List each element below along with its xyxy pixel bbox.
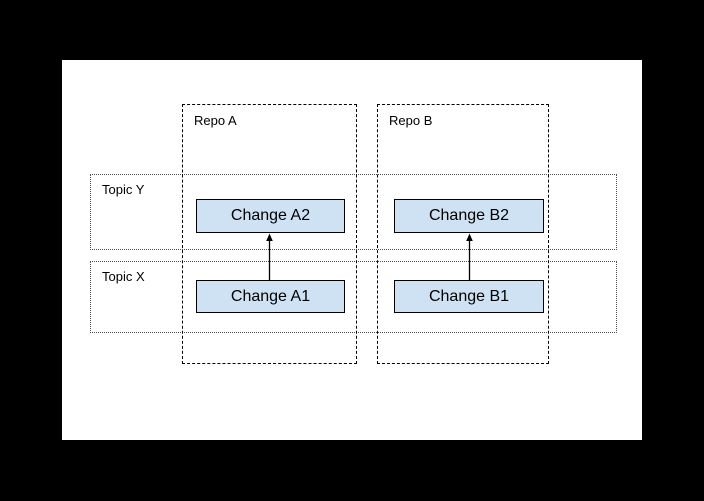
change-b1-label: Change B1 xyxy=(428,287,510,305)
change-a1-label: Change A1 xyxy=(230,287,311,305)
repo-b-container: Repo B xyxy=(377,104,549,364)
topic-x-label: Topic X xyxy=(102,269,145,284)
topic-x-row: Topic X xyxy=(90,261,617,333)
repo-a-label: Repo A xyxy=(194,113,237,128)
change-a1-box: Change A1 xyxy=(196,280,345,313)
change-b2-label: Change B2 xyxy=(428,207,510,224)
repo-b-label: Repo B xyxy=(389,113,433,128)
repo-a-container: Repo A xyxy=(182,104,357,364)
change-b2-box: Change B2 xyxy=(394,199,544,233)
topic-y-label: Topic Y xyxy=(102,182,145,197)
topic-y-row: Topic Y xyxy=(90,174,617,250)
change-b1-box: Change B1 xyxy=(394,280,544,313)
change-a2-box: Change A2 xyxy=(196,199,345,233)
change-a2-label: Change A2 xyxy=(230,207,311,224)
diagram-page: Topic Y Topic X Repo A Repo B Change A2 … xyxy=(62,60,642,440)
